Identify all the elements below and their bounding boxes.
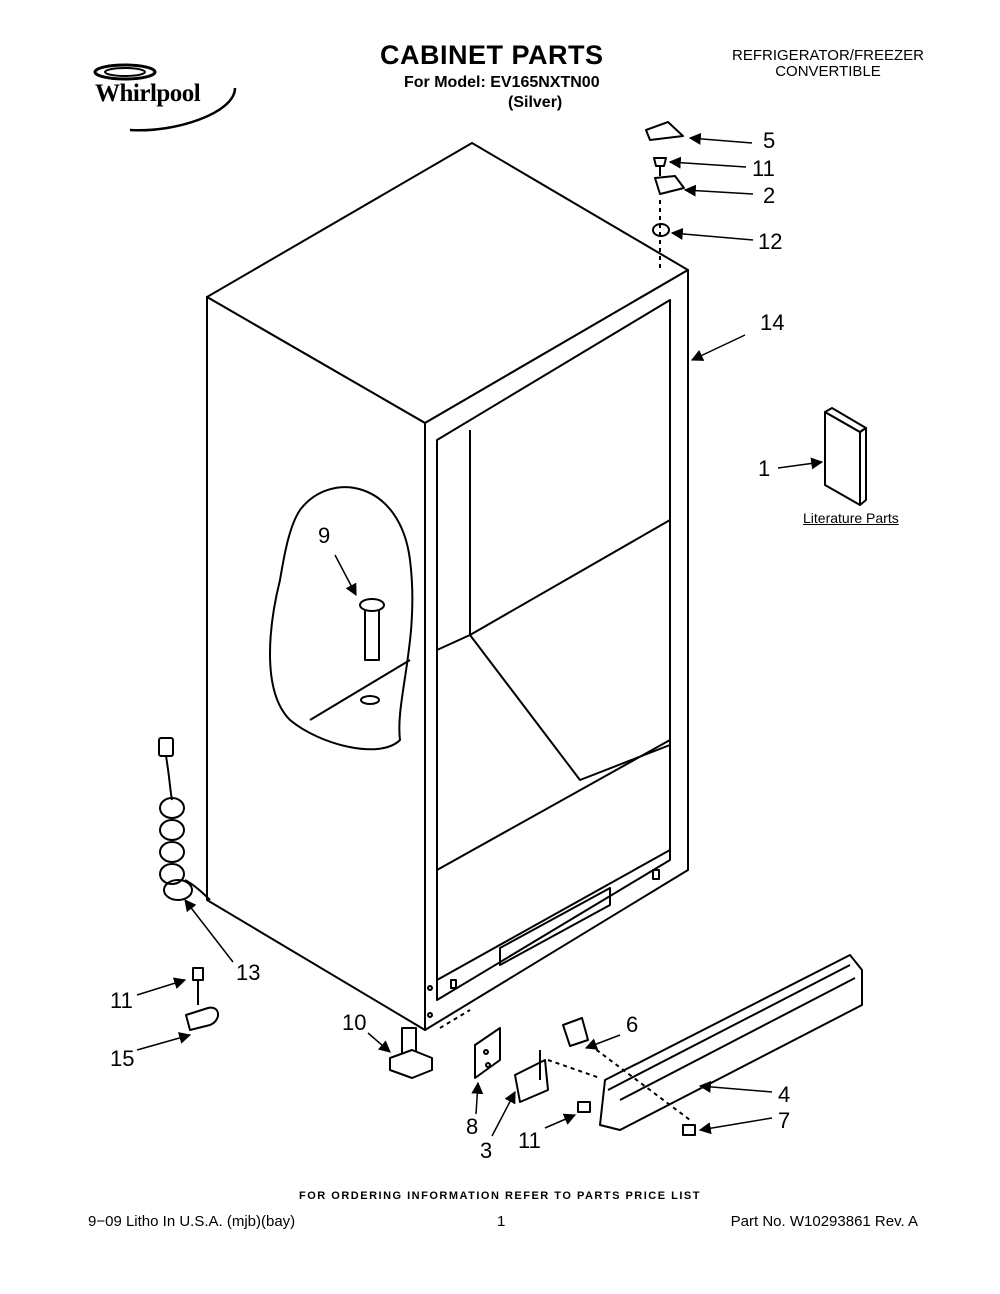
bottom-hinge-parts — [439, 1009, 696, 1136]
leveling-leg — [389, 1027, 433, 1079]
callout-3: 3 — [480, 1138, 493, 1163]
model-variant: (Silver) — [508, 94, 563, 111]
callout-5: 5 — [763, 128, 776, 153]
print-info: 9−09 Litho In U.S.A. (mjb)(bay) — [88, 1213, 296, 1230]
page-number: 1 — [497, 1213, 506, 1230]
callout-4: 4 — [778, 1082, 791, 1107]
whirlpool-logo: Whirlpool — [85, 58, 245, 136]
cabinet-shell — [206, 142, 689, 1031]
callout-9: 9 — [318, 523, 331, 548]
leader-arrows — [136, 132, 824, 1137]
page-title: CABINET PARTS — [380, 40, 604, 70]
callout-11-left: 11 — [110, 988, 133, 1013]
callout-11-bottom: 11 — [518, 1128, 541, 1153]
callout-14: 14 — [760, 310, 785, 335]
part-number: Part No. W10293861 Rev. A — [730, 1213, 918, 1230]
product-type-line1: REFRIGERATOR/FREEZER — [732, 47, 924, 64]
toe-grille — [599, 954, 863, 1131]
callout-12: 12 — [758, 229, 783, 254]
top-hinge-assembly — [645, 121, 685, 268]
callout-10: 10 — [342, 1010, 367, 1035]
callout-1: 1 — [758, 456, 771, 481]
callout-8: 8 — [466, 1114, 479, 1139]
cord-clamp — [185, 967, 219, 1031]
ordering-note: FOR ORDERING INFORMATION REFER TO PARTS … — [299, 1190, 701, 1202]
product-type: REFRIGERATOR/FREEZER CONVERTIBLE — [728, 48, 928, 80]
callout-2: 2 — [763, 183, 776, 208]
callout-13: 13 — [236, 960, 261, 985]
model-line: For Model: EV165NXTN00 — [404, 74, 600, 91]
callout-7: 7 — [778, 1108, 791, 1133]
callout-15: 15 — [110, 1046, 135, 1071]
power-cord — [158, 737, 211, 901]
literature-booklet — [824, 407, 867, 506]
whirlpool-swirl-icon — [93, 63, 237, 132]
callout-6: 6 — [626, 1012, 639, 1037]
literature-parts-label: Literature Parts — [803, 510, 899, 526]
cutaway-drain-view — [269, 486, 414, 751]
product-type-line2: CONVERTIBLE — [775, 63, 881, 80]
callout-11-top: 11 — [752, 156, 775, 181]
brand-wordmark: Whirlpool — [95, 80, 201, 107]
